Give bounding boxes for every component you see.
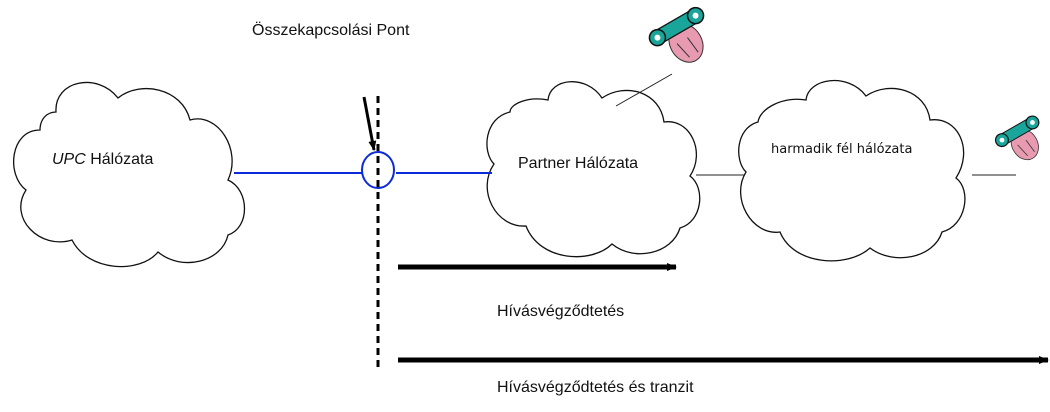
telephone-icon	[648, 6, 705, 63]
termination-label: Hívásvégződtetés	[497, 303, 625, 320]
interconnection-point-title: Összekapcsolási Pont	[252, 22, 410, 39]
telephone-icon	[994, 115, 1040, 161]
pointer-arrow	[362, 96, 377, 151]
upc-brand-text: UPC	[52, 151, 86, 168]
third-party-network-cloud	[738, 80, 966, 262]
third-party-network-label: harmadik fél hálózata	[771, 142, 913, 157]
partner-network-label: Partner Hálózata	[518, 155, 639, 172]
termination-and-transit-label: Hívásvégződtetés és tranzit	[497, 379, 694, 396]
partner-to-phone-line	[615, 73, 673, 107]
upc-network-label: UPC Hálózata	[52, 151, 153, 169]
upc-network-cloud	[13, 81, 246, 268]
upc-network-text: Hálózata	[85, 151, 154, 168]
interconnection-point-circle	[361, 151, 395, 189]
partner-network-cloud	[486, 81, 701, 258]
